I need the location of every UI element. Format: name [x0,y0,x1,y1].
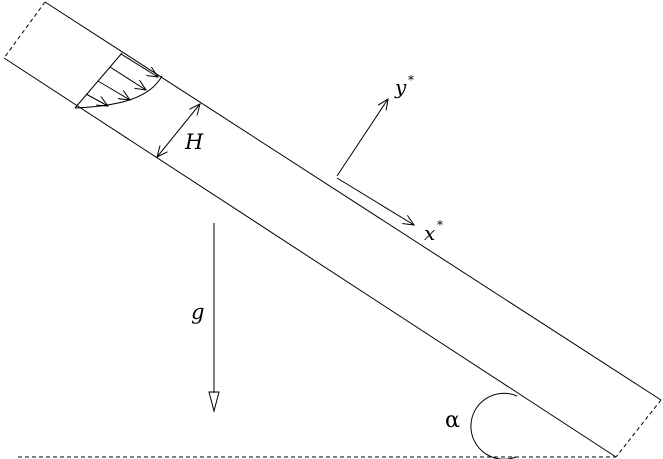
velocity-arrow [85,93,108,106]
angle-label: α [445,408,460,433]
velocity-arrow [97,80,130,100]
channel-bottom-wall [3,57,617,458]
y-axis-superscript: * [408,73,414,87]
thickness-arrow [157,104,200,157]
velocity-arrow [109,66,146,90]
gravity-arrow-head [208,391,220,413]
velocity-profile [74,52,163,109]
angle-arc [470,392,518,459]
y-axis-label: y [394,75,407,99]
x-axis-label: x [424,221,435,245]
gravity-label: g [191,300,204,324]
channel-right-open-end [615,399,662,458]
y-axis-arrow [336,99,388,177]
channel-top-wall [44,1,662,401]
x-axis-superscript: * [437,218,443,232]
profile-wall-segment [74,52,123,109]
velocity-arrow [120,53,158,77]
x-axis-arrow [336,177,414,225]
channel-left-open-end [3,1,46,59]
coordinate-axes: y * x * [336,73,443,245]
thickness-label: H [184,130,204,154]
